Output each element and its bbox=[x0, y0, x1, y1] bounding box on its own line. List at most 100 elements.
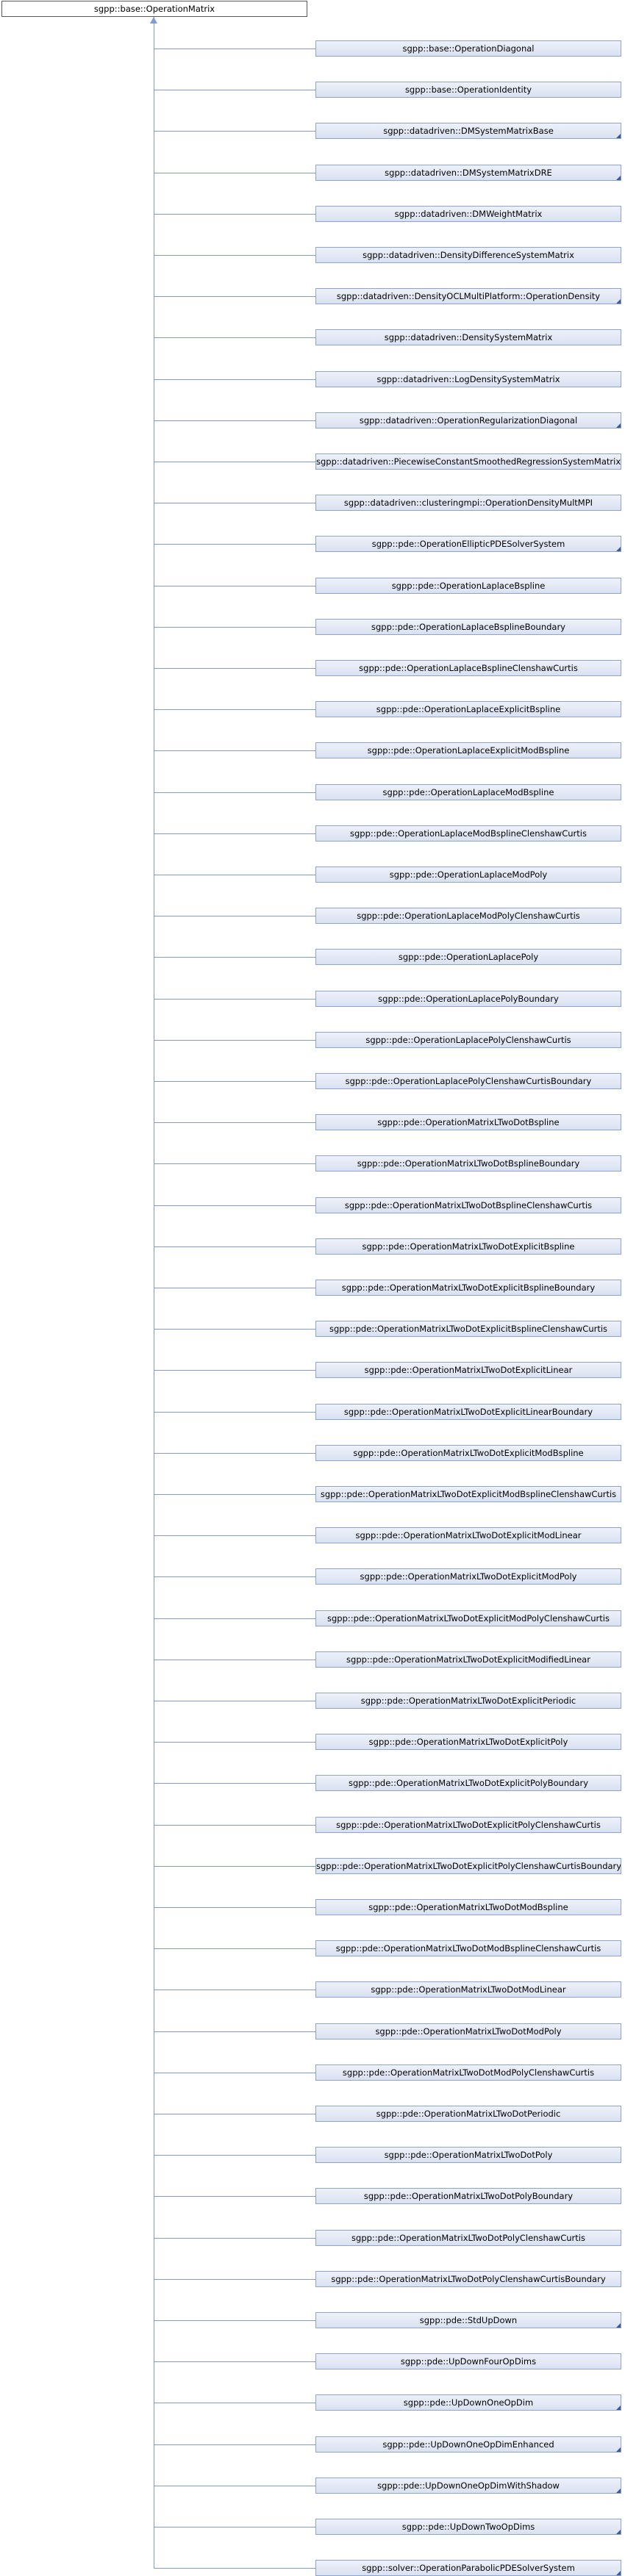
derived-class-node[interactable]: sgpp::pde::OperationMatrixLTwoDotExplici… bbox=[315, 1404, 621, 1420]
derived-class-node[interactable]: sgpp::base::OperationDiagonal bbox=[315, 40, 621, 57]
derived-class-node[interactable]: sgpp::pde::OperationMatrixLTwoDotExplici… bbox=[315, 1734, 621, 1750]
derived-class-node[interactable]: sgpp::pde::UpDownFourOpDims bbox=[315, 2353, 621, 2369]
connector-line bbox=[154, 709, 315, 710]
derived-class-node[interactable]: sgpp::pde::OperationMatrixLTwoDotExplici… bbox=[315, 1238, 621, 1255]
derived-class-node[interactable]: sgpp::datadriven::DMSystemMatrixDRE bbox=[315, 165, 621, 181]
connector-line bbox=[154, 750, 315, 751]
derived-class-node[interactable]: sgpp::pde::OperationMatrixLTwoDotModBspl… bbox=[315, 1899, 621, 1915]
derived-class-node[interactable]: sgpp::pde::OperationLaplaceBsplineClensh… bbox=[315, 660, 621, 676]
derived-class-node[interactable]: sgpp::pde::OperationMatrixLTwoDotExplici… bbox=[315, 1775, 621, 1791]
derived-class-node[interactable]: sgpp::pde::OperationLaplaceExplicitModBs… bbox=[315, 742, 621, 758]
connector-line bbox=[154, 2444, 315, 2445]
connector-line bbox=[154, 1907, 315, 1908]
connector-line bbox=[154, 627, 315, 628]
derived-class-node[interactable]: sgpp::pde::OperationMatrixLTwoDotModPoly… bbox=[315, 2064, 621, 2081]
derived-class-node[interactable]: sgpp::pde::OperationLaplaceModPolyClensh… bbox=[315, 908, 621, 924]
derived-class-node[interactable]: sgpp::pde::OperationMatrixLTwoDotBspline… bbox=[315, 1155, 621, 1172]
derived-class-node[interactable]: sgpp::pde::OperationLaplaceModPoly bbox=[315, 867, 621, 883]
connector-line bbox=[154, 2279, 315, 2280]
derived-class-node[interactable]: sgpp::datadriven::DensityDifferenceSyste… bbox=[315, 247, 621, 263]
derived-class-node[interactable]: sgpp::pde::OperationLaplaceBspline bbox=[315, 578, 621, 594]
derived-class-node[interactable]: sgpp::pde::OperationMatrixLTwoDotExplici… bbox=[315, 1280, 621, 1296]
derived-class-node[interactable]: sgpp::pde::OperationMatrixLTwoDotPoly bbox=[315, 2147, 621, 2163]
connector-line bbox=[154, 1494, 315, 1495]
derived-class-node[interactable]: sgpp::pde::OperationMatrixLTwoDotPolyBou… bbox=[315, 2188, 621, 2204]
connector-line bbox=[154, 1122, 315, 1123]
derived-class-node[interactable]: sgpp::pde::OperationMatrixLTwoDotPolyCle… bbox=[315, 2271, 621, 2287]
derived-class-node[interactable]: sgpp::pde::OperationLaplaceExplicitBspli… bbox=[315, 701, 621, 717]
derived-class-node[interactable]: sgpp::pde::OperationMatrixLTwoDotExplici… bbox=[315, 1858, 621, 1874]
derived-class-node[interactable]: sgpp::base::OperationIdentity bbox=[315, 82, 621, 98]
root-class-node[interactable]: sgpp::base::OperationMatrix bbox=[1, 1, 307, 17]
connector-line bbox=[154, 2155, 315, 2156]
derived-class-node[interactable]: sgpp::pde::OperationEllipticPDESolverSys… bbox=[315, 536, 621, 552]
connector-line bbox=[154, 1825, 315, 1826]
connector-line bbox=[154, 2320, 315, 2321]
inheritance-arrowhead bbox=[150, 17, 157, 24]
derived-class-node[interactable]: sgpp::datadriven::clusteringmpi::Operati… bbox=[315, 495, 621, 511]
derived-class-node[interactable]: sgpp::pde::OperationLaplacePolyBoundary bbox=[315, 991, 621, 1007]
connector-line bbox=[154, 1866, 315, 1867]
derived-class-node[interactable]: sgpp::pde::OperationMatrixLTwoDotExplici… bbox=[315, 1651, 621, 1668]
connector-line bbox=[154, 1742, 315, 1743]
derived-class-node[interactable]: sgpp::pde::OperationMatrixLTwoDotExplici… bbox=[315, 1362, 621, 1378]
derived-class-node[interactable]: sgpp::pde::UpDownTwoOpDims bbox=[315, 2519, 621, 2535]
derived-class-node[interactable]: sgpp::datadriven::DMWeightMatrix bbox=[315, 206, 621, 222]
derived-class-node[interactable]: sgpp::pde::OperationMatrixLTwoDotModBspl… bbox=[315, 1940, 621, 1956]
derived-class-node[interactable]: sgpp::pde::OperationMatrixLTwoDotExplici… bbox=[315, 1610, 621, 1626]
connector-line bbox=[154, 131, 315, 132]
connector-line bbox=[154, 668, 315, 669]
derived-class-node[interactable]: sgpp::pde::StdUpDown bbox=[315, 2312, 621, 2328]
connector-line bbox=[154, 1329, 315, 1330]
connector-line bbox=[154, 1246, 315, 1247]
derived-class-node[interactable]: sgpp::pde::OperationLaplacePolyClenshawC… bbox=[315, 1073, 621, 1089]
connector-line bbox=[154, 2238, 315, 2239]
derived-class-node[interactable]: sgpp::pde::UpDownOneOpDimEnhanced bbox=[315, 2436, 621, 2453]
connector-line bbox=[154, 214, 315, 215]
derived-class-node[interactable]: sgpp::pde::OperationLaplaceModBspline bbox=[315, 784, 621, 800]
derived-class-node[interactable]: sgpp::pde::OperationMatrixLTwoDotExplici… bbox=[315, 1486, 621, 1502]
derived-class-node[interactable]: sgpp::pde::OperationLaplaceBsplineBounda… bbox=[315, 619, 621, 635]
derived-class-node[interactable]: sgpp::pde::OperationMatrixLTwoDotExplici… bbox=[315, 1568, 621, 1585]
connector-line bbox=[154, 1783, 315, 1784]
connector-line bbox=[154, 255, 315, 256]
connector-line bbox=[154, 1535, 315, 1536]
connector-line bbox=[154, 1040, 315, 1041]
derived-class-node[interactable]: sgpp::pde::OperationMatrixLTwoDotExplici… bbox=[315, 1321, 621, 1337]
connector-line bbox=[154, 2031, 315, 2032]
derived-class-node[interactable]: sgpp::datadriven::DMSystemMatrixBase bbox=[315, 123, 621, 139]
connector-line bbox=[154, 2196, 315, 2197]
derived-class-node[interactable]: sgpp::pde::OperationMatrixLTwoDotPolyCle… bbox=[315, 2230, 621, 2246]
derived-class-node[interactable]: sgpp::pde::UpDownOneOpDimWithShadow bbox=[315, 2478, 621, 2494]
derived-class-node[interactable]: sgpp::pde::OperationLaplacePoly bbox=[315, 949, 621, 965]
connector-line bbox=[154, 420, 315, 421]
connector-line bbox=[154, 1163, 315, 1164]
derived-class-node[interactable]: sgpp::datadriven::LogDensitySystemMatrix bbox=[315, 371, 621, 387]
derived-class-node[interactable]: sgpp::pde::OperationMatrixLTwoDotExplici… bbox=[315, 1527, 621, 1543]
derived-class-node[interactable]: sgpp::pde::UpDownOneOpDim bbox=[315, 2394, 621, 2411]
derived-class-node[interactable]: sgpp::pde::OperationMatrixLTwoDotModLine… bbox=[315, 1981, 621, 1998]
derived-class-node[interactable]: sgpp::datadriven::PiecewiseConstantSmoot… bbox=[315, 453, 621, 470]
connector-line bbox=[154, 1412, 315, 1413]
derived-class-node[interactable]: sgpp::datadriven::OperationRegularizatio… bbox=[315, 412, 621, 428]
connector-line bbox=[154, 2361, 315, 2362]
connector-line bbox=[154, 337, 315, 338]
derived-class-node[interactable]: sgpp::pde::OperationMatrixLTwoDotExplici… bbox=[315, 1693, 621, 1709]
derived-class-node[interactable]: sgpp::pde::OperationMatrixLTwoDotModPoly bbox=[315, 2023, 621, 2039]
derived-class-node[interactable]: sgpp::pde::OperationMatrixLTwoDotPeriodi… bbox=[315, 2106, 621, 2122]
derived-class-node[interactable]: sgpp::datadriven::DensitySystemMatrix bbox=[315, 329, 621, 345]
derived-class-node[interactable]: sgpp::pde::OperationMatrixLTwoDotBspline… bbox=[315, 1197, 621, 1213]
connector-line bbox=[154, 792, 315, 793]
connector-line bbox=[154, 999, 315, 1000]
derived-class-node[interactable]: sgpp::pde::OperationLaplacePolyClenshawC… bbox=[315, 1032, 621, 1048]
connector-line bbox=[154, 833, 315, 834]
derived-class-node[interactable]: sgpp::datadriven::DensityOCLMultiPlatfor… bbox=[315, 288, 621, 304]
connector-line bbox=[154, 957, 315, 958]
derived-class-node[interactable]: sgpp::pde::OperationMatrixLTwoDotExplici… bbox=[315, 1817, 621, 1833]
derived-class-node[interactable]: sgpp::pde::OperationLaplaceModBsplineCle… bbox=[315, 825, 621, 842]
connector-line bbox=[154, 1453, 315, 1454]
derived-class-node[interactable]: sgpp::pde::OperationMatrixLTwoDotExplici… bbox=[315, 1445, 621, 1461]
connector-line bbox=[154, 1948, 315, 1949]
derived-class-node[interactable]: sgpp::solver::OperationParabolicPDESolve… bbox=[315, 2560, 621, 2576]
derived-class-node[interactable]: sgpp::pde::OperationMatrixLTwoDotBspline bbox=[315, 1114, 621, 1130]
